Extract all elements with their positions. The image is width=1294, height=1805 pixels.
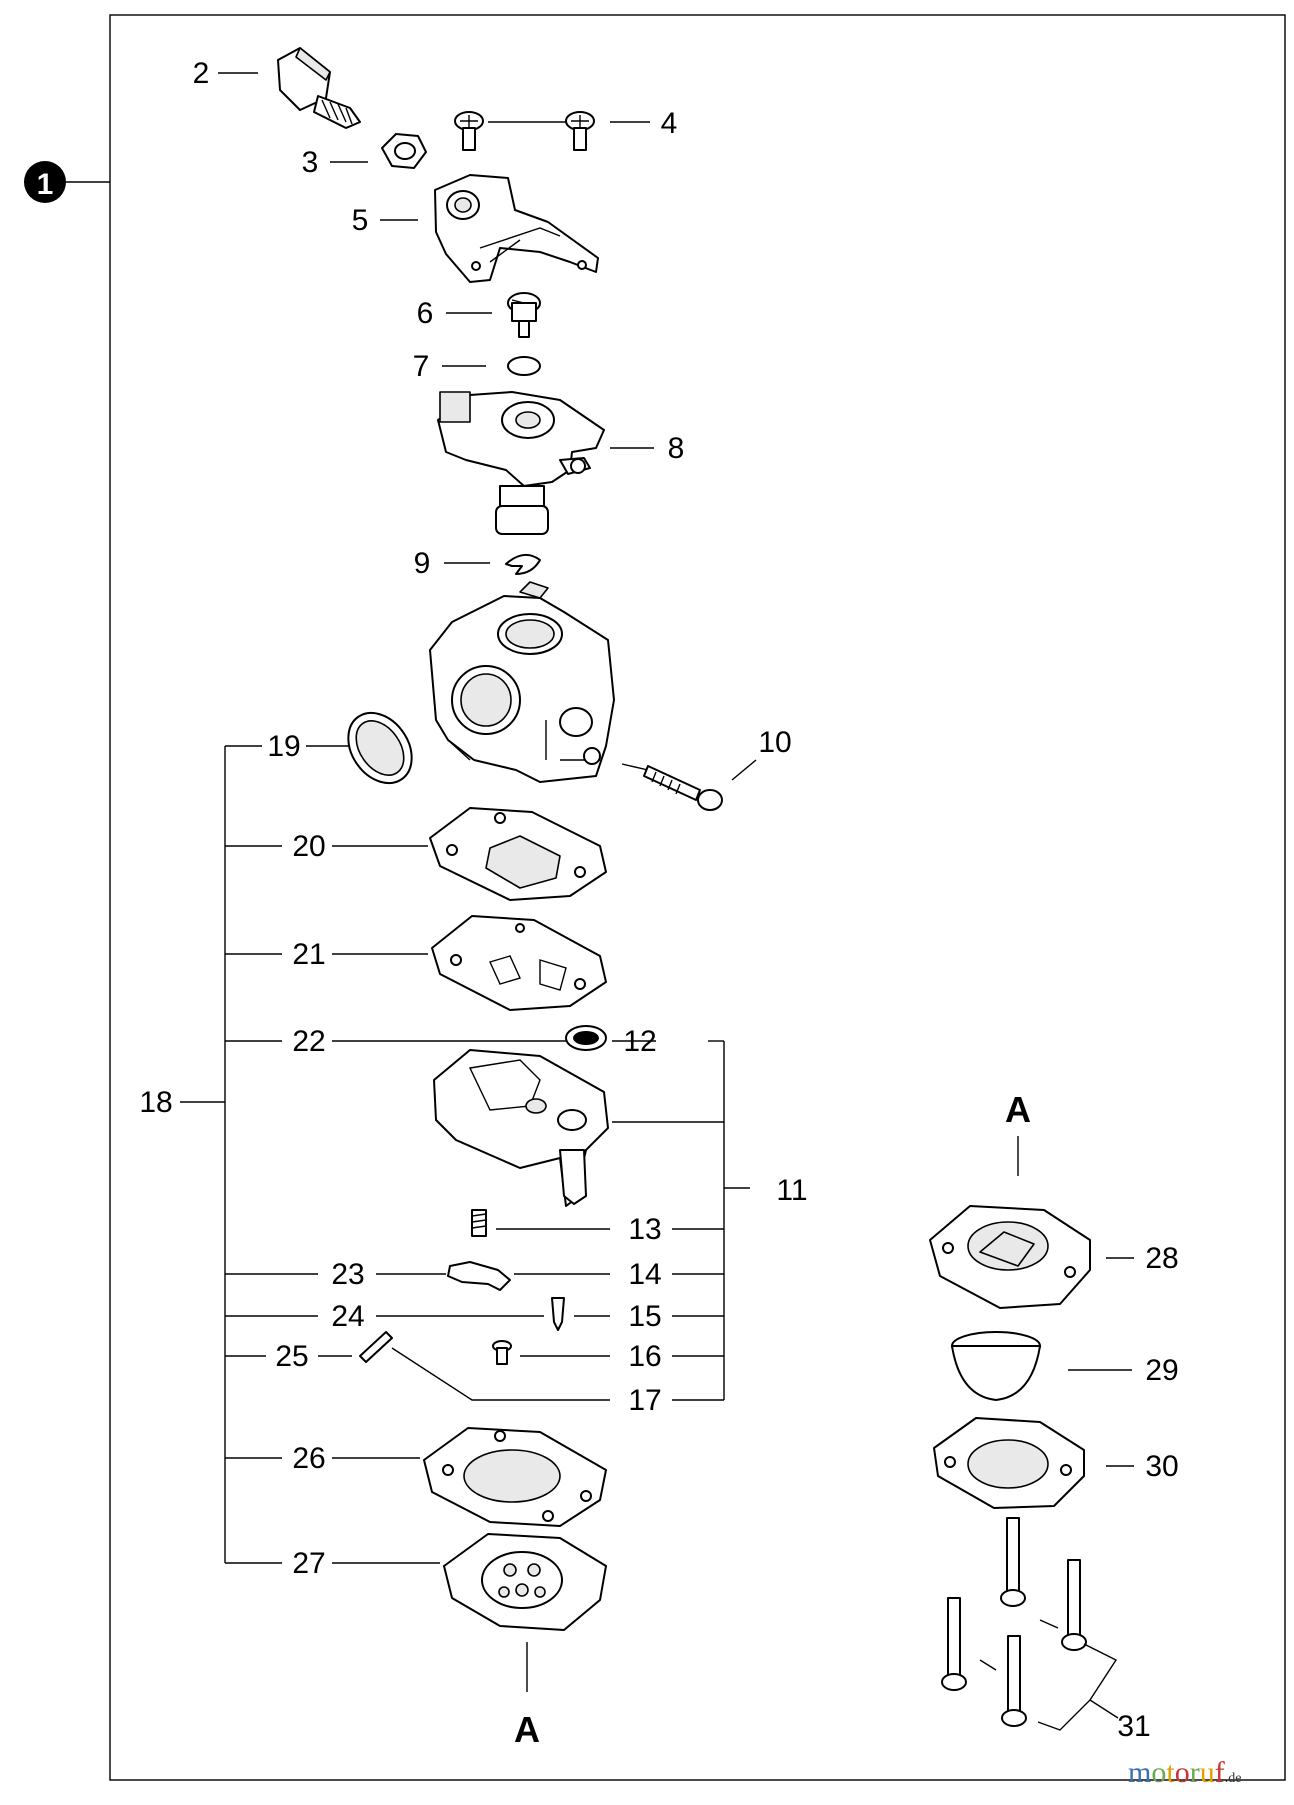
callout-9: 9: [414, 547, 431, 580]
assembly-bullet: 1: [24, 161, 110, 203]
callout-12: 12: [623, 1025, 656, 1058]
part-6-icon: [507, 292, 541, 338]
callout-22: 22: [292, 1025, 325, 1058]
part-31-icon: [941, 1517, 1087, 1727]
part-26-icon: [423, 1427, 607, 1527]
callout-3: 3: [302, 146, 319, 179]
part-30-icon: [933, 1417, 1085, 1509]
callout-8: 8: [668, 432, 685, 465]
assembly-number: 1: [37, 168, 54, 201]
part-13-icon: [471, 1209, 487, 1237]
callout-31: 31: [1117, 1710, 1150, 1743]
callout-4: 4: [661, 107, 678, 140]
callout-25: 25: [275, 1340, 308, 1373]
part-9-icon: [505, 553, 541, 575]
callout-28: 28: [1145, 1242, 1178, 1275]
callout-5: 5: [352, 204, 369, 237]
part-29-icon: [951, 1331, 1041, 1401]
callout-14: 14: [628, 1258, 661, 1291]
callout-2: 2: [193, 57, 210, 90]
part-25-icon: [359, 1331, 393, 1363]
carburetor-body-icon: [429, 581, 615, 783]
callout-6: 6: [417, 297, 434, 330]
part-15-icon: [551, 1297, 565, 1331]
part-8-icon: [437, 391, 605, 535]
part-4-icon: [454, 111, 595, 151]
callout-27: 27: [292, 1547, 325, 1580]
part-28-icon: [929, 1205, 1091, 1309]
watermark-logo: motomotorufruf.de: [1128, 1756, 1242, 1789]
callout-11: 11: [776, 1174, 807, 1207]
part-2-icon: [277, 47, 361, 129]
callout-30: 30: [1145, 1450, 1178, 1483]
callout-26: 26: [292, 1442, 325, 1475]
leader-lines: [180, 72, 1134, 1731]
callout-19: 19: [267, 730, 300, 763]
part-5-icon: [434, 174, 599, 283]
callout-29: 29: [1145, 1354, 1178, 1387]
part-12-icon: [565, 1025, 607, 1051]
callout-16: 16: [628, 1340, 661, 1373]
part-3-icon: [381, 133, 427, 169]
diagram-frame: [109, 14, 1286, 1781]
callout-13: 13: [628, 1213, 661, 1246]
callout-10: 10: [758, 726, 791, 759]
callout-23: 23: [331, 1258, 364, 1291]
callout-21: 21: [292, 938, 325, 971]
part-10-icon: [621, 763, 723, 811]
callout-7: 7: [413, 350, 430, 383]
callout-18: 18: [139, 1086, 172, 1119]
callout-15: 15: [628, 1300, 661, 1333]
part-16-icon: [492, 1340, 512, 1365]
view-marker-bottom: A: [514, 1709, 540, 1750]
part-27-icon: [443, 1533, 607, 1631]
part-23-icon: [447, 1261, 511, 1291]
part-21-icon: [431, 915, 607, 1011]
callout-24: 24: [331, 1300, 364, 1333]
part-7-icon: [507, 356, 541, 376]
callout-20: 20: [292, 830, 325, 863]
callout-17: 17: [628, 1384, 661, 1417]
view-marker-top: A: [1005, 1089, 1031, 1130]
part-19-icon: [347, 711, 413, 785]
watermark-tld: .de: [1224, 1771, 1242, 1786]
pump-body-icon: [433, 1049, 609, 1207]
part-20-icon: [429, 807, 607, 901]
